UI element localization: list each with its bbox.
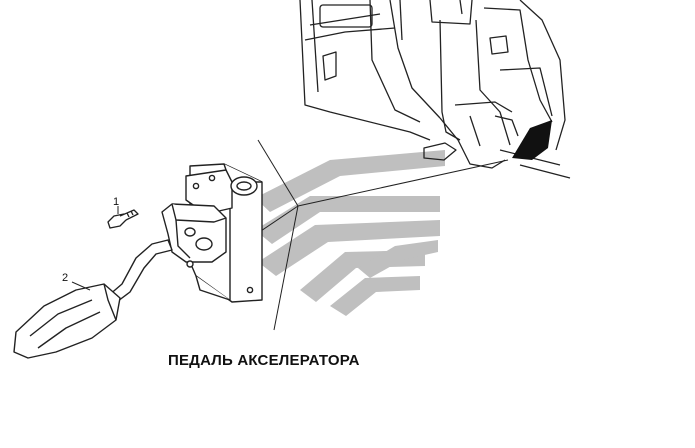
callout-number-1: 1 (113, 196, 120, 208)
pedal-in-cab-dark (512, 120, 552, 160)
diagram-caption: ПЕДАЛЬ АКСЕЛЕРАТОРА (168, 352, 360, 369)
pedal-bracket (161, 163, 263, 303)
accelerator-pedal-icon (13, 239, 173, 359)
callout-2-leader (71, 281, 91, 291)
bolt-icon (107, 209, 139, 229)
watermark-logo (255, 150, 445, 316)
callout-number-2: 2 (62, 272, 69, 284)
cab-interior (299, 0, 571, 179)
